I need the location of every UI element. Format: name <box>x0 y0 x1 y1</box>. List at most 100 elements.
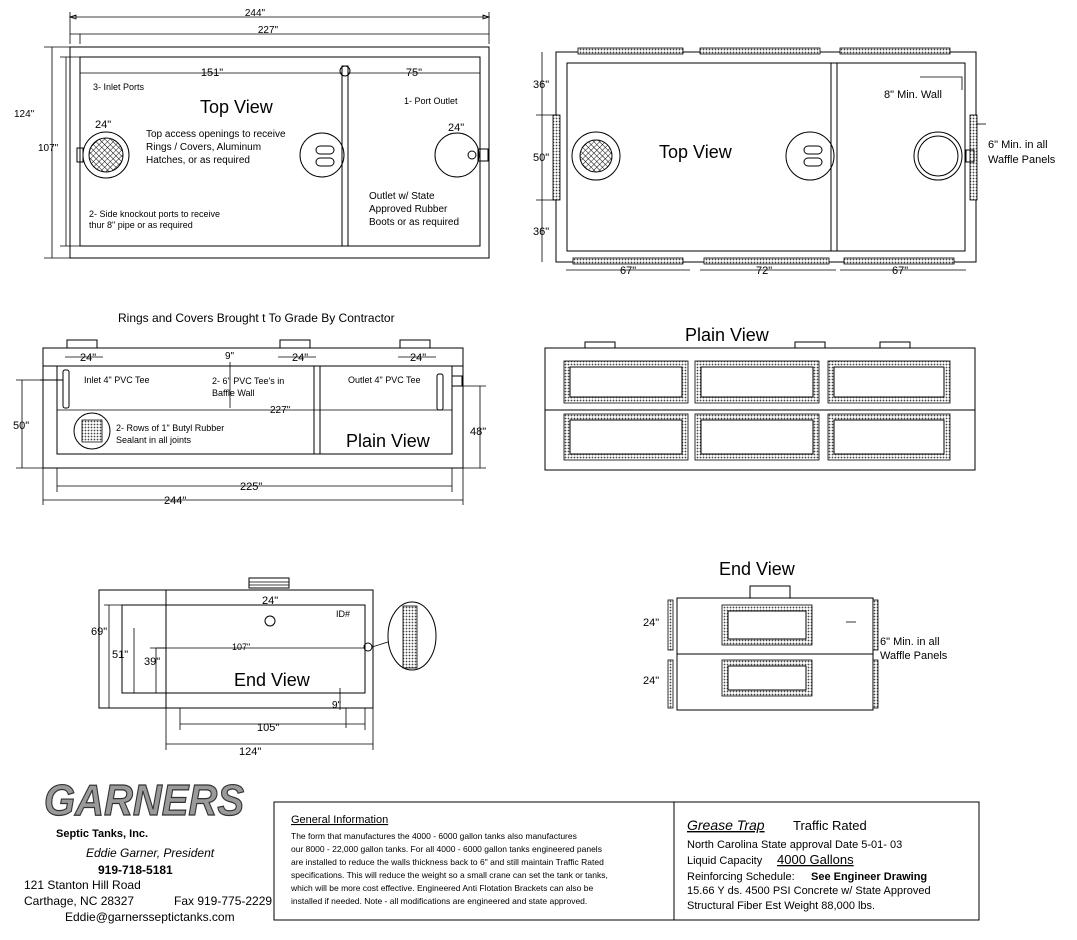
fiber-spec: Structural Fiber Est Weight 88,000 lbs. <box>687 900 875 912</box>
baffle-label-1: 2- 6" PVC Tee's in <box>212 376 284 386</box>
dim-b1: 67" <box>620 265 636 277</box>
dim-50: 50" <box>13 420 29 432</box>
info-box: General Information The form that manufa… <box>273 801 980 921</box>
plain-view-left: Rings and Covers Brought t To Grade By C… <box>13 311 486 507</box>
outlet-text-2: Approved Rubber <box>369 204 448 215</box>
tank-inner <box>566 62 966 252</box>
concrete-spec: 15.66 Y ds. 4500 PSI Concrete w/ State A… <box>687 885 931 897</box>
riser-icon <box>749 585 791 599</box>
tank-inner <box>79 56 481 247</box>
end-view-title-right: End View <box>719 559 796 579</box>
dim-bottom: 36" <box>533 226 549 238</box>
ring-3: 24" <box>410 352 426 364</box>
product-rated: Traffic Rated <box>793 818 867 833</box>
waffle-label-1: 6" Min. in all <box>988 139 1048 151</box>
info-line-1: The form that manufactures the 4000 - 60… <box>291 831 577 841</box>
company-fax: Fax 919-775-2229 <box>174 894 272 908</box>
reinforcing-value: See Engineer Drawing <box>811 871 927 883</box>
top-view-title-right: Top View <box>659 142 733 162</box>
dim-right-compartment: 75" <box>406 67 422 79</box>
ring-size-right: 24" <box>448 122 464 134</box>
plain-view-right: Plain View <box>544 325 976 471</box>
info-line-6: installed if needed. Note - all modifica… <box>291 896 587 906</box>
waffle-label-1: 6" Min. in all <box>880 636 940 648</box>
outlet-ring-icon <box>434 132 480 178</box>
tank-outline <box>544 347 976 471</box>
baffle-port-icon <box>339 65 351 77</box>
top-view-right: 36" 50" 36" Top View 8" Min. Wall 6" Min… <box>533 47 1056 277</box>
company-phone: 919-718-5181 <box>98 863 173 877</box>
dim-b2: 72" <box>756 265 772 277</box>
dim-51: 51" <box>112 649 128 661</box>
dim-height: 124" <box>14 109 35 120</box>
baffle-tee-icon <box>785 131 835 181</box>
grate-icon <box>88 137 124 173</box>
access-text-2: Rings / Covers, Aluminum <box>146 142 261 153</box>
dim-left-compartment: 151" <box>201 67 223 79</box>
dim-top: 36" <box>533 79 549 91</box>
access-ring-icon <box>571 131 621 181</box>
outlet-tee-icon <box>436 373 444 411</box>
dim-9: 9" <box>332 700 342 711</box>
dim-inner: 227" <box>270 405 291 416</box>
baffle-label-2: Baffle Wall <box>212 388 255 398</box>
butyl-detail-icon <box>73 412 111 450</box>
outlet-stub <box>477 148 489 162</box>
company-sub: Septic Tanks, Inc. <box>56 828 148 840</box>
end-view-right: End View 24" 24" 6" Min. in all Waffle P… <box>643 559 948 711</box>
access-text-3: Hatches, or as required <box>146 155 250 166</box>
tee-pipe-icon <box>315 157 335 167</box>
dim-24a: 24" <box>643 617 659 629</box>
end-view-title: End View <box>234 670 311 690</box>
dim-24b: 24" <box>643 675 659 687</box>
plain-view-title-right: Plain View <box>685 325 770 345</box>
knockout-text-1: 2- Side knockout ports to receive <box>89 209 220 219</box>
dim-39: 39" <box>144 656 160 668</box>
end-view-left: 24" ID# 69" 51" 39" 107" End View 9" 105… <box>91 577 437 758</box>
inlet-ports-label: 3- Inlet Ports <box>93 82 145 92</box>
info-box-border <box>273 801 980 921</box>
tank-outline <box>555 51 977 263</box>
dim-mid: 50" <box>533 152 549 164</box>
outlet-text-3: Boots or as required <box>369 217 459 228</box>
dim-inner-width: 227" <box>258 25 279 36</box>
capacity-value: 4000 Gallons <box>777 852 854 867</box>
dim-b3: 67" <box>892 265 908 277</box>
dim-69: 69" <box>91 626 107 638</box>
tee-pipe-icon <box>803 145 823 155</box>
company-logo: GARNERS <box>44 776 244 825</box>
grate-icon <box>579 139 613 173</box>
dim-inner-height: 107" <box>38 143 59 154</box>
riser-icon <box>248 577 290 589</box>
inlet-port-icon <box>264 615 276 627</box>
product-name: Grease Trap <box>687 817 765 833</box>
plain-view-title: Plain View <box>346 431 431 451</box>
butyl-label-2: Sealant in all joints <box>116 435 192 445</box>
knockout-text-2: thur 8" pipe or as required <box>89 220 193 230</box>
info-heading: General Information <box>291 814 388 826</box>
dim-107: 107" <box>232 642 250 652</box>
dim-9: 9" <box>225 351 235 362</box>
outlet-text-1: Outlet w/ State <box>369 191 435 202</box>
company-person: Eddie Garner, President <box>86 846 215 860</box>
ring-size-left: 24" <box>95 119 111 131</box>
baffle-wall <box>341 65 349 247</box>
baffle-tee-icon <box>299 132 345 178</box>
outlet-label: Outlet 4" PVC Tee <box>348 375 421 385</box>
access-text-1: Top access openings to receive <box>146 129 286 140</box>
info-line-3: are installed to reduce the walls thickn… <box>291 857 604 867</box>
inlet-label: Inlet 4" PVC Tee <box>84 375 150 385</box>
inlet-stub <box>76 147 84 163</box>
wall-detail-icon <box>387 601 437 671</box>
waffle-label-2: Waffle Panels <box>880 650 948 662</box>
dim-225: 225" <box>240 481 262 493</box>
top-view-left: 244" 227" 124" 107" 151" 75" 3- Inlet Po… <box>14 8 491 259</box>
outlet-ring-inner <box>917 135 959 177</box>
inlet-tee-icon <box>62 369 70 409</box>
butyl-label-1: 2- Rows of 1" Butyl Rubber <box>116 423 224 433</box>
info-line-2: our 8000 - 22,000 gallon tanks. For all … <box>291 844 602 854</box>
outlet-tee-icon <box>467 150 477 160</box>
tank-outline <box>42 347 464 469</box>
outlet-ring-icon <box>913 131 963 181</box>
